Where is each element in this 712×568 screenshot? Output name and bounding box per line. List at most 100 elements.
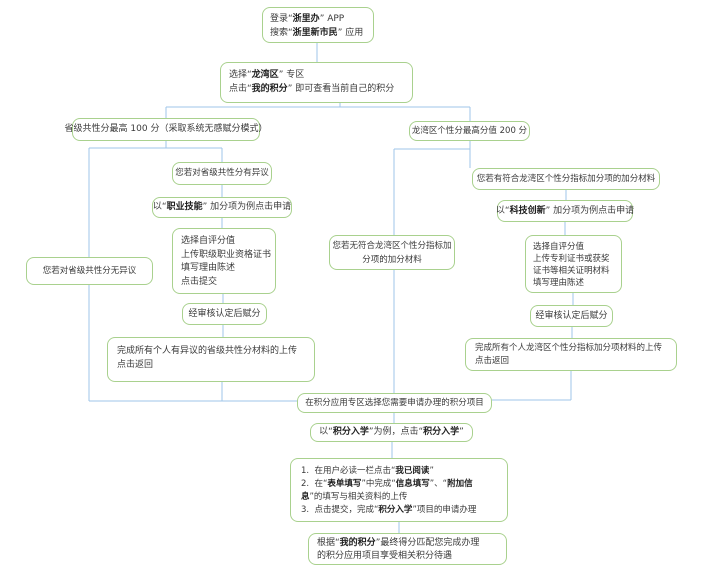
box-text-line: 分项的加分材料 bbox=[362, 253, 422, 267]
box-text-line: 在积分应用专区选择您需要申请办理的积分项目 bbox=[305, 397, 484, 410]
box-text-line: 点击返回 bbox=[117, 358, 305, 372]
flow-box-tech-apply: 以“科技创新” 加分项为例点击申请 bbox=[496, 200, 634, 222]
box-text: 3. 点击提交，完成“ bbox=[301, 505, 379, 515]
flow-box-vocational-apply: 以“职业技能” 加分项为例点击申请 bbox=[152, 197, 292, 218]
box-text: ”为例，点击“ bbox=[368, 427, 424, 437]
box-text-line: 完成所有个人有异议的省级共性分材料的上传 bbox=[117, 344, 305, 358]
box-text: 选择“ bbox=[229, 70, 252, 80]
box-text: ”项目的申请办理 bbox=[412, 505, 477, 515]
flow-box-upload-left: 选择自评分值上传职级职业资格证书填写理由陈述点击提交 bbox=[172, 228, 276, 294]
box-text-bold: 息 bbox=[301, 492, 310, 502]
box-text: ” bbox=[459, 427, 464, 437]
box-text-bold: 附加信 bbox=[447, 479, 473, 489]
box-text-line: 登录“浙里办” APP bbox=[270, 12, 366, 26]
box-text-bold: 我已阅读 bbox=[395, 466, 430, 476]
flow-box-provincial-score: 省级共性分最高 100 分（采取系统无感赋分模式） bbox=[65, 118, 267, 141]
box-text: 点击返回 bbox=[117, 360, 154, 370]
flow-box-steps: 1. 在用户必读一栏点击“我已阅读”2. 在“表单填写”中完成“信息填写”、“附… bbox=[290, 458, 508, 522]
box-text-line: 您若无符合龙湾区个性分指标加 bbox=[332, 239, 451, 253]
flow-box-select-project: 在积分应用专区选择您需要申请办理的积分项目 bbox=[297, 393, 492, 413]
box-text-line: 您若对省级共性分无异议 bbox=[43, 265, 137, 278]
box-text-line: 根据“我的积分”最终得分匹配您完成办理 bbox=[317, 537, 498, 550]
box-text: 以“ bbox=[152, 202, 167, 212]
box-text-line: 填写理由陈述 bbox=[181, 262, 267, 276]
box-text-bold: 积分入学 bbox=[423, 427, 460, 437]
box-text-line: 息”的填写与相关资料的上传 bbox=[301, 491, 497, 504]
box-text: 您若对省级共性分有异议 bbox=[175, 168, 269, 178]
box-text-bold: 浙里办 bbox=[292, 14, 320, 24]
box-text: 登录“ bbox=[270, 14, 293, 24]
box-text-bold: 科技创新 bbox=[509, 205, 546, 216]
box-text: 经审核认定后赋分 bbox=[188, 308, 261, 319]
box-text-line: 选择自评分值 bbox=[181, 235, 267, 249]
box-text: ” 应用 bbox=[337, 28, 364, 38]
flow-box-complete-right: 完成所有个人龙湾区个性分指标加分项材料的上传点击返回 bbox=[465, 338, 677, 371]
box-text-line: 3. 点击提交，完成“积分入学”项目的申请办理 bbox=[301, 504, 497, 517]
box-text-line: 以“积分入学”为例，点击“积分入学” bbox=[319, 426, 464, 439]
box-text: ”最终得分匹配您完成办理 bbox=[375, 538, 480, 548]
box-text-line: 以“科技创新” 加分项为例点击申请 bbox=[496, 205, 634, 218]
flow-box-no-material: 您若无符合龙湾区个性分指标加分项的加分材料 bbox=[329, 235, 455, 270]
box-text: 点击返回 bbox=[475, 356, 510, 366]
flow-box-upload-right: 选择自评分值上传专利证书或获奖证书等相关证明材料填写理由陈述 bbox=[525, 235, 622, 293]
box-text: 您若有符合龙湾区个性分指标加分项的加分材料 bbox=[476, 173, 656, 184]
box-text: 龙湾区个性分最高分值 200 分 bbox=[411, 125, 528, 136]
box-text: ” 专区 bbox=[278, 70, 305, 80]
box-text: 证书等相关证明材料 bbox=[533, 266, 610, 276]
box-text-bold: 龙湾区 bbox=[251, 70, 279, 80]
box-text: 选择自评分值 bbox=[533, 242, 585, 252]
flow-box-final-benefit: 根据“我的积分”最终得分匹配您完成办理的积分应用项目享受相关积分待遇 bbox=[308, 533, 507, 565]
box-text: 点击提交 bbox=[181, 276, 218, 287]
box-text: 您若对省级共性分无异议 bbox=[42, 265, 137, 276]
box-text: ” 即可查看当前自己的积分 bbox=[287, 84, 395, 94]
box-text: 上传专利证书或获奖 bbox=[533, 254, 610, 264]
box-text-line: 选择自评分值 bbox=[533, 241, 614, 253]
box-text: 填写理由陈述 bbox=[181, 263, 236, 273]
box-text-line: 2. 在“表单填写”中完成“信息填写”、“附加信 bbox=[301, 478, 497, 491]
box-text: ” APP bbox=[319, 14, 345, 24]
box-text-bold: 我的积分 bbox=[251, 84, 288, 94]
flow-box-complete-left: 完成所有个人有异议的省级共性分材料的上传点击返回 bbox=[107, 337, 315, 382]
flow-box-has-objection: 您若对省级共性分有异议 bbox=[172, 162, 272, 185]
box-text-line: 点击提交 bbox=[181, 276, 267, 290]
box-text-line: 点击返回 bbox=[475, 355, 667, 368]
flow-box-enroll-example: 以“积分入学”为例，点击“积分入学” bbox=[310, 423, 473, 442]
box-text: ”、“ bbox=[429, 479, 448, 489]
flow-box-no-objection: 您若对省级共性分无异议 bbox=[26, 257, 153, 285]
flow-box-select-district: 选择“龙湾区” 专区点击“我的积分” 即可查看当前自己的积分 bbox=[220, 62, 413, 103]
box-text: ”中完成“ bbox=[361, 479, 396, 489]
box-text-line: 上传专利证书或获奖 bbox=[533, 253, 614, 265]
box-text: 点击“ bbox=[229, 84, 252, 94]
box-text: 搜索“ bbox=[270, 28, 293, 38]
box-text: ” 加分项为例点击申请 bbox=[545, 205, 635, 216]
box-text-line: 证书等相关证明材料 bbox=[533, 265, 614, 277]
box-text-line: 完成所有个人龙湾区个性分指标加分项材料的上传 bbox=[475, 342, 667, 355]
box-text-bold: 职业技能 bbox=[166, 202, 203, 212]
box-text: 在积分应用专区选择您需要申请办理的积分项目 bbox=[305, 397, 484, 408]
box-text-bold: 信息填写 bbox=[395, 479, 430, 489]
box-text: 您若无符合龙湾区个性分指标加 bbox=[332, 240, 452, 251]
flow-box-review-right: 经审核认定后赋分 bbox=[530, 305, 613, 327]
box-text-line: 省级共性分最高 100 分（采取系统无感赋分模式） bbox=[65, 123, 268, 136]
box-text-line: 选择“龙湾区” 专区 bbox=[229, 68, 404, 82]
box-text: 2. 在“ bbox=[301, 479, 328, 489]
box-text-line: 1. 在用户必读一栏点击“我已阅读” bbox=[301, 465, 497, 478]
box-text: 填写理由陈述 bbox=[533, 278, 585, 288]
box-text: 选择自评分值 bbox=[181, 236, 236, 246]
box-text: 的积分应用项目享受相关积分待遇 bbox=[317, 551, 453, 561]
flow-box-review-left: 经审核认定后赋分 bbox=[182, 303, 267, 325]
box-text: 以“ bbox=[495, 205, 510, 216]
box-text-bold: 积分入学 bbox=[332, 427, 369, 437]
box-text-line: 点击“我的积分” 即可查看当前自己的积分 bbox=[229, 82, 404, 96]
box-text-bold: 积分入学 bbox=[378, 505, 413, 515]
flow-box-has-material: 您若有符合龙湾区个性分指标加分项的加分材料 bbox=[472, 168, 660, 190]
flow-box-longwan-score: 龙湾区个性分最高分值 200 分 bbox=[409, 121, 530, 141]
box-text-line: 填写理由陈述 bbox=[533, 277, 614, 289]
box-text: 经审核认定后赋分 bbox=[535, 310, 608, 321]
box-text: 根据“ bbox=[317, 538, 340, 548]
box-text-line: 以“职业技能” 加分项为例点击申请 bbox=[153, 201, 291, 214]
box-text: ”的填写与相关资料的上传 bbox=[309, 492, 408, 502]
box-text: 完成所有个人龙湾区个性分指标加分项材料的上传 bbox=[475, 343, 663, 353]
